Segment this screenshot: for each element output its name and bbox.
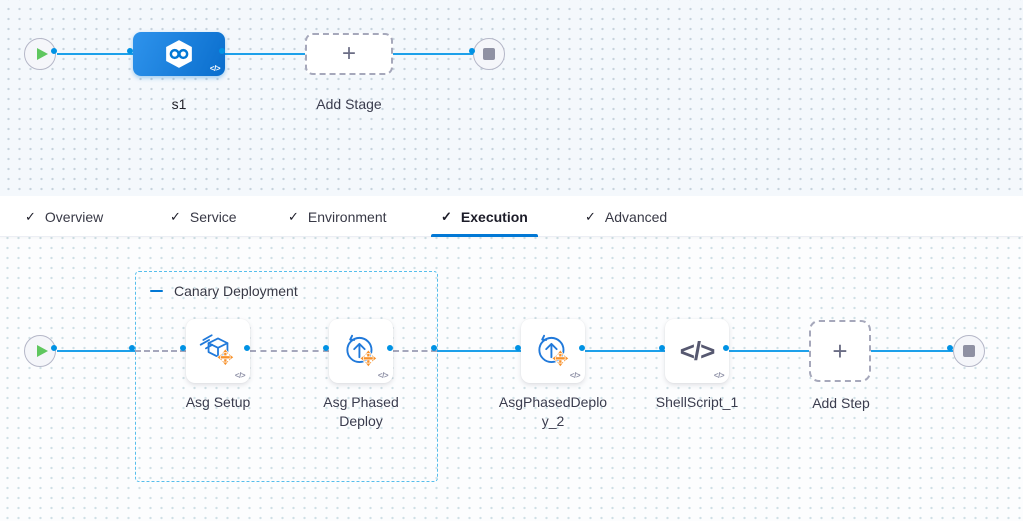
connector-line bbox=[57, 53, 135, 55]
add-step-button[interactable]: + bbox=[809, 320, 871, 382]
connector-line-dashed bbox=[135, 350, 186, 352]
check-icon: ✓ bbox=[25, 209, 36, 224]
tab-label: Overview bbox=[44, 208, 104, 225]
tab-label: Advanced bbox=[604, 208, 668, 225]
step-label: Asg Setup bbox=[185, 394, 251, 410]
connector-line-dashed bbox=[250, 350, 329, 352]
step-label: Asg Phased Deploy bbox=[323, 394, 399, 429]
connector-port bbox=[579, 345, 585, 351]
tab-advanced[interactable]: ✓ Advanced bbox=[575, 196, 677, 237]
connector-port bbox=[51, 345, 57, 351]
stage-graph-canvas: </> s1 + Add Stage bbox=[0, 0, 1023, 196]
execution-end-node bbox=[953, 335, 985, 367]
connector-port bbox=[129, 345, 135, 351]
shell-script-icon: </> bbox=[679, 335, 716, 366]
connector-line bbox=[393, 53, 475, 55]
stage-config-tabbar: ✓ Overview ✓ Service ✓ Environment ✓ Exe… bbox=[0, 196, 1023, 237]
connector-line bbox=[729, 350, 809, 352]
add-step-label: Add Step bbox=[812, 395, 870, 411]
group-label: Canary Deployment bbox=[174, 283, 298, 299]
connector-port bbox=[387, 345, 393, 351]
connector-port bbox=[219, 48, 225, 54]
tab-label: Environment bbox=[307, 208, 387, 225]
check-icon: ✓ bbox=[441, 209, 452, 224]
stage-label: s1 bbox=[171, 96, 187, 112]
tab-label: Execution bbox=[460, 208, 528, 225]
canary-deployment-group bbox=[135, 271, 438, 482]
connector-line bbox=[225, 53, 305, 55]
check-icon: ✓ bbox=[170, 209, 181, 224]
plus-icon: + bbox=[832, 335, 848, 366]
cd-stage-icon bbox=[166, 40, 192, 68]
stage-node-s1[interactable]: </> bbox=[133, 32, 225, 76]
connector-line bbox=[585, 350, 665, 352]
tab-environment[interactable]: ✓ Environment bbox=[278, 196, 397, 237]
step-node-asg-phased-deploy[interactable]: </> bbox=[329, 319, 393, 383]
collapse-icon[interactable] bbox=[150, 289, 163, 293]
asg-phased-deploy-icon bbox=[538, 334, 570, 368]
step-node-shellscript-1[interactable]: </> </> bbox=[665, 319, 729, 383]
asg-phased-deploy-icon bbox=[346, 334, 378, 368]
connector-port bbox=[431, 345, 437, 351]
pipeline-end-node bbox=[473, 38, 505, 70]
connector-port bbox=[947, 345, 953, 351]
connector-line-dashed bbox=[393, 350, 437, 352]
code-view-icon: </> bbox=[569, 371, 581, 380]
connector-port bbox=[51, 48, 57, 54]
code-view-icon: </> bbox=[713, 371, 725, 380]
connector-port bbox=[723, 345, 729, 351]
connector-port bbox=[323, 345, 329, 351]
connector-line bbox=[57, 350, 135, 352]
connector-line bbox=[871, 350, 953, 352]
connector-port bbox=[127, 48, 133, 54]
add-stage-button[interactable]: + bbox=[305, 33, 393, 75]
tab-execution[interactable]: ✓ Execution bbox=[431, 196, 538, 237]
connector-port bbox=[469, 48, 475, 54]
add-stage-label: Add Stage bbox=[316, 96, 382, 112]
asg-setup-icon bbox=[199, 334, 235, 367]
step-label: ShellScript_1 bbox=[655, 394, 739, 410]
connector-port bbox=[244, 345, 250, 351]
step-label: AsgPhasedDeploy_2 bbox=[498, 394, 608, 429]
code-view-icon: </> bbox=[377, 371, 389, 380]
play-icon bbox=[36, 48, 48, 60]
code-view-icon: </> bbox=[234, 371, 246, 380]
tab-service[interactable]: ✓ Service bbox=[160, 196, 247, 237]
code-view-icon: </> bbox=[209, 64, 221, 73]
step-node-asg-phased-deploy-2[interactable]: </> bbox=[521, 319, 585, 383]
plus-icon: + bbox=[341, 40, 356, 67]
stop-icon bbox=[483, 48, 495, 60]
tab-overview[interactable]: ✓ Overview bbox=[15, 196, 113, 237]
step-node-asg-setup[interactable]: </> bbox=[186, 319, 250, 383]
execution-start-node bbox=[24, 335, 56, 367]
check-icon: ✓ bbox=[288, 209, 299, 224]
connector-line bbox=[437, 350, 521, 352]
connector-port bbox=[659, 345, 665, 351]
check-icon: ✓ bbox=[585, 209, 596, 224]
pipeline-start-node bbox=[24, 38, 56, 70]
tab-label: Service bbox=[189, 208, 237, 225]
connector-port bbox=[180, 345, 186, 351]
connector-port bbox=[515, 345, 521, 351]
canary-deployment-header: Canary Deployment bbox=[150, 283, 298, 299]
play-icon bbox=[36, 345, 48, 357]
stop-icon bbox=[963, 345, 975, 357]
